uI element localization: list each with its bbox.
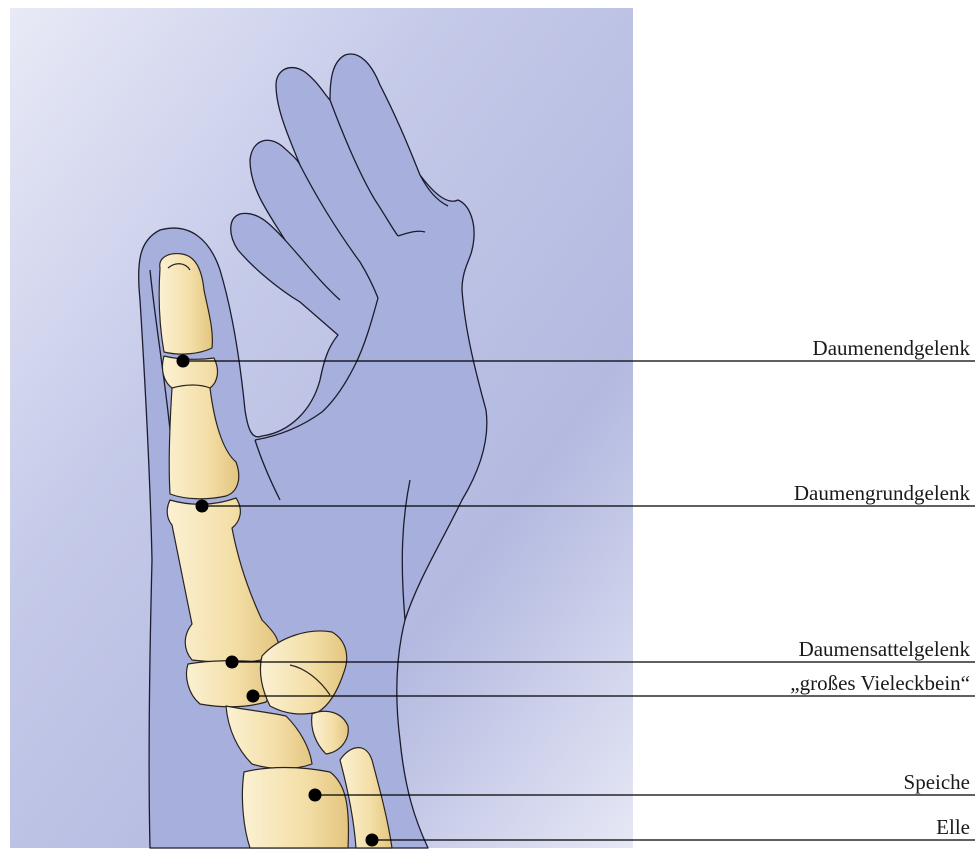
- label-vieleckbein: „großes Vieleckbein“: [790, 671, 970, 695]
- label-daumengrundgelenk: Daumengrundgelenk: [794, 481, 971, 505]
- marker-daumengrundgelenk: [196, 500, 209, 513]
- marker-elle: [366, 834, 379, 847]
- label-daumensattelgelenk: Daumensattelgelenk: [799, 637, 971, 661]
- marker-daumenendgelenk: [177, 355, 190, 368]
- marker-daumensattelgelenk: [226, 656, 239, 669]
- label-speiche: Speiche: [904, 770, 970, 794]
- marker-speiche: [309, 789, 322, 802]
- label-elle: Elle: [936, 815, 970, 839]
- marker-vieleckbein: [247, 690, 260, 703]
- label-daumenendgelenk: Daumenendgelenk: [813, 336, 971, 360]
- labels: Daumenendgelenk Daumengrundgelenk Daumen…: [790, 336, 970, 839]
- radius-bone: [242, 768, 348, 849]
